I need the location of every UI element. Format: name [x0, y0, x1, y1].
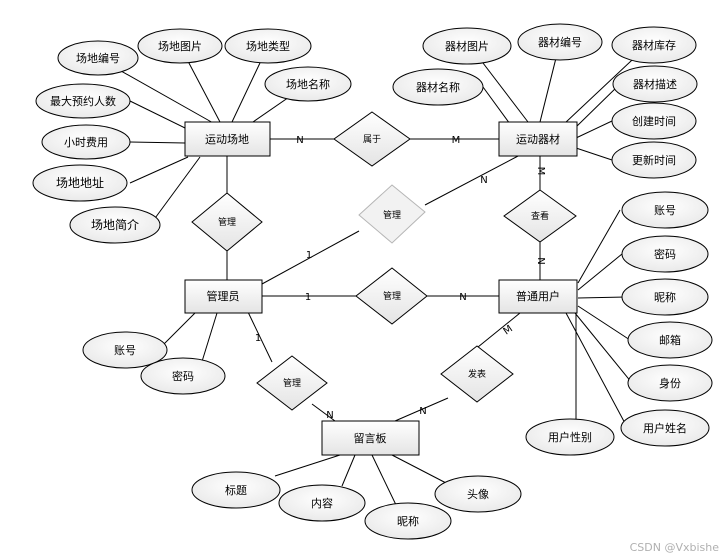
- cardinality-admin-equipment: 1: [306, 250, 312, 261]
- attribute-eq-updated-label: 更新时间: [632, 153, 676, 167]
- attribute-eq-id-label: 器材编号: [538, 35, 582, 49]
- cardinality-admin-board: 1: [255, 333, 261, 344]
- relationship-manage-user-label: 管理: [383, 290, 401, 302]
- attribute-venue-address-label: 场地地址: [56, 176, 104, 190]
- attribute-eq-stock-label: 器材库存: [632, 38, 676, 52]
- relationship-manage-venue: 管理: [191, 192, 263, 252]
- attribute-venue-name: 场地名称: [264, 66, 352, 102]
- attribute-venue-type: 场地类型: [224, 28, 312, 64]
- entity-board-label: 留言板: [354, 431, 387, 445]
- attribute-eq-name: 器材名称: [392, 68, 484, 106]
- entity-equipment: 运动器材: [498, 121, 578, 157]
- relationship-manage-user: 管理: [355, 267, 428, 325]
- attribute-user-id-card-label: 身份: [659, 376, 681, 390]
- cardinality-equipment-belongs: M: [452, 135, 461, 146]
- attribute-venue-id-label: 场地编号: [76, 51, 120, 65]
- cardinality-venue-belongs: N: [296, 135, 303, 146]
- attribute-user-nickname-label: 昵称: [654, 290, 676, 304]
- cardinality-admin-user: 1: [305, 292, 311, 303]
- attribute-board-avatar-label: 头像: [467, 488, 489, 501]
- attributes: 场地编号 场地图片 场地类型 场地名称 最大预约人数 小时费用 场地地址 场地简…: [32, 23, 713, 540]
- attribute-venue-type-label: 场地类型: [246, 39, 290, 53]
- attribute-user-nickname: 昵称: [621, 278, 709, 316]
- attribute-venue-image-label: 场地图片: [158, 39, 202, 53]
- attribute-user-password-label: 密码: [654, 247, 676, 261]
- attribute-venue-image: 场地图片: [137, 28, 223, 64]
- entity-board: 留言板: [321, 420, 420, 456]
- attribute-user-name-label: 用户姓名: [643, 421, 687, 435]
- cardinality-user-view: N: [535, 257, 546, 264]
- attribute-venue-name-label: 场地名称: [286, 77, 330, 91]
- attribute-board-avatar: 头像: [434, 475, 522, 513]
- attribute-user-name: 用户姓名: [620, 409, 710, 447]
- attribute-max-people: 最大预约人数: [35, 83, 131, 119]
- cardinality-user-admin: N: [459, 292, 466, 303]
- attribute-board-content-label: 内容: [311, 496, 333, 510]
- attribute-user-email: 邮箱: [627, 321, 713, 359]
- attribute-eq-desc: 器材描述: [612, 65, 698, 103]
- relationship-view: 查看: [503, 189, 577, 243]
- attribute-hourly-fee-label: 小时费用: [64, 136, 108, 149]
- attribute-user-gender-label: 用户性别: [548, 430, 592, 444]
- relationship-belongs: 属于: [333, 111, 411, 167]
- relationship-belongs-label: 属于: [363, 134, 381, 145]
- entities: 运动场地 运动器材 管理员 普通用户 留言板: [184, 121, 578, 456]
- cardinality-board-post: N: [419, 406, 426, 417]
- entity-admin-label: 管理员: [207, 289, 240, 303]
- attribute-eq-name-label: 器材名称: [416, 80, 460, 94]
- relationship-post: 发表: [440, 345, 514, 403]
- entity-user: 普通用户: [498, 279, 578, 314]
- cardinality-equipment-admin: N: [480, 175, 487, 186]
- attribute-venue-address: 场地地址: [32, 164, 128, 202]
- attribute-user-password: 密码: [621, 235, 709, 273]
- entity-venue-label: 运动场地: [205, 132, 249, 146]
- attribute-user-id-card: 身份: [627, 364, 713, 402]
- entity-user-label: 普通用户: [516, 289, 560, 303]
- cardinality-board-admin: N: [326, 410, 333, 421]
- attribute-venue-intro-label: 场地简介: [91, 218, 139, 232]
- attribute-admin-password-label: 密码: [172, 369, 194, 383]
- attribute-eq-stock: 器材库存: [611, 26, 697, 64]
- attribute-venue-id: 场地编号: [57, 40, 139, 76]
- attribute-eq-created: 创建时间: [611, 102, 697, 140]
- relationship-view-label: 查看: [531, 210, 549, 222]
- attribute-user-gender: 用户性别: [525, 418, 615, 456]
- relationship-manage-board: 管理: [256, 355, 328, 411]
- attribute-eq-updated: 更新时间: [611, 141, 697, 179]
- entity-admin: 管理员: [184, 279, 263, 314]
- relationship-manage-equipment: 管理: [358, 184, 426, 244]
- attribute-board-content: 内容: [278, 484, 366, 522]
- attribute-eq-desc-label: 器材描述: [633, 77, 677, 91]
- attribute-admin-account: 账号: [82, 331, 168, 369]
- relationship-manage-venue-label: 管理: [218, 216, 236, 228]
- attribute-eq-id: 器材编号: [517, 23, 603, 61]
- attribute-user-account: 账号: [621, 191, 709, 229]
- attribute-eq-created-label: 创建时间: [632, 114, 676, 128]
- attribute-eq-image-label: 器材图片: [445, 39, 489, 53]
- relationship-post-label: 发表: [468, 368, 486, 380]
- attribute-board-nickname-label: 昵称: [397, 514, 419, 528]
- relationships: 属于 管理 管理 查看 管理 管理 发表: [191, 111, 577, 411]
- attribute-board-title: 标题: [191, 471, 281, 509]
- attribute-admin-account-label: 账号: [114, 344, 136, 357]
- entity-equipment-label: 运动器材: [516, 132, 560, 146]
- attribute-user-account-label: 账号: [654, 204, 676, 217]
- cardinality-equipment-view: M: [535, 167, 546, 176]
- entity-venue: 运动场地: [184, 121, 271, 157]
- attribute-eq-image: 器材图片: [422, 27, 512, 65]
- attribute-venue-intro: 场地简介: [69, 206, 161, 244]
- attribute-board-nickname: 昵称: [364, 502, 452, 540]
- attribute-user-email-label: 邮箱: [659, 333, 681, 347]
- attribute-board-title-label: 标题: [225, 483, 247, 497]
- attribute-hourly-fee: 小时费用: [41, 124, 131, 160]
- relationship-manage-board-label: 管理: [283, 377, 301, 389]
- attribute-admin-password: 密码: [140, 357, 226, 395]
- attribute-max-people-label: 最大预约人数: [50, 94, 116, 108]
- watermark: CSDN @Vxbishe: [629, 541, 719, 554]
- cardinality-user-post: M: [502, 323, 515, 337]
- relationship-manage-equipment-label: 管理: [383, 209, 401, 221]
